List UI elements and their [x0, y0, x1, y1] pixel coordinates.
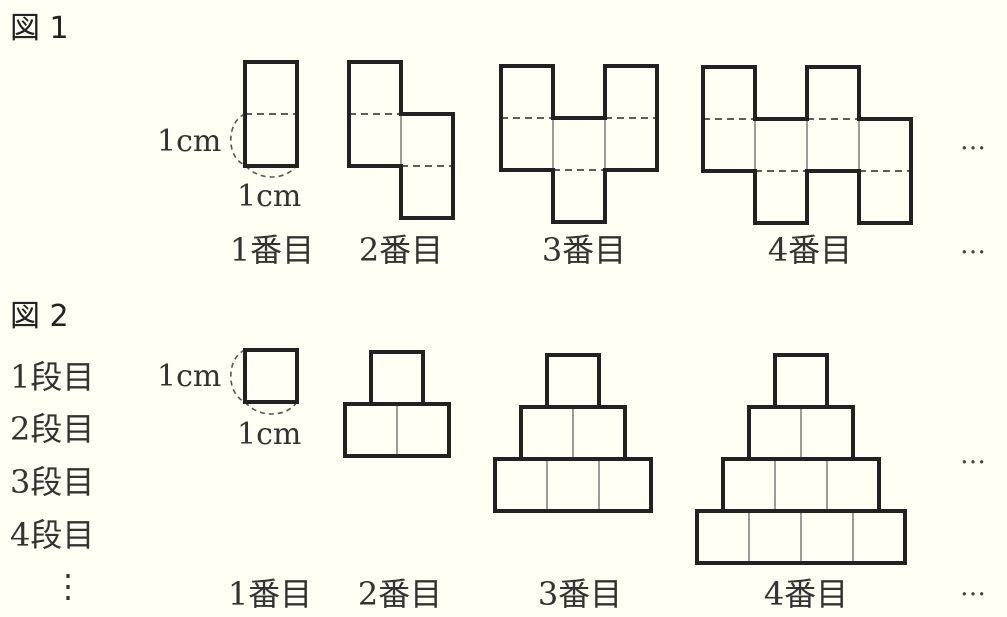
fig1-unit-left: 1cm — [157, 124, 222, 159]
unit-dashed-arc-fig1 — [230, 113, 298, 178]
fig1-unit-bottom: 1cm — [237, 179, 302, 214]
fig1-label-2: 2番目 — [358, 231, 444, 269]
row-label-2: 2段目 — [10, 410, 95, 448]
fig2-label-4: 4番目 — [763, 575, 849, 613]
row-label-4: 4段目 — [10, 516, 95, 554]
unit-dashed-arc-fig2 — [230, 349, 298, 415]
fig1-label-4: 4番目 — [767, 231, 853, 269]
fig2-label-1: 1番目 — [227, 575, 313, 613]
fig1-label-1: 1番目 — [229, 231, 315, 269]
figure1-title: 図 1 — [10, 11, 69, 46]
row-label-1: 1段目 — [10, 358, 95, 396]
fig2-ellipsis-shapes: … — [960, 440, 986, 470]
row-label-more: ⋮ — [52, 567, 84, 605]
fig1-label-3: 3番目 — [541, 231, 627, 269]
row-label-3: 3段目 — [10, 463, 95, 501]
fig2-unit-left: 1cm — [157, 359, 222, 394]
fig1-ellipsis-shapes: … — [960, 126, 986, 156]
fig2-label-2: 2番目 — [357, 575, 443, 613]
fig1-ellipsis-labels: … — [960, 230, 986, 260]
figure2-title: 図 2 — [10, 299, 69, 334]
fig2-ellipsis-labels: … — [960, 572, 986, 602]
fig2-unit-bottom: 1cm — [237, 417, 302, 452]
fig2-label-3: 3番目 — [537, 575, 623, 613]
